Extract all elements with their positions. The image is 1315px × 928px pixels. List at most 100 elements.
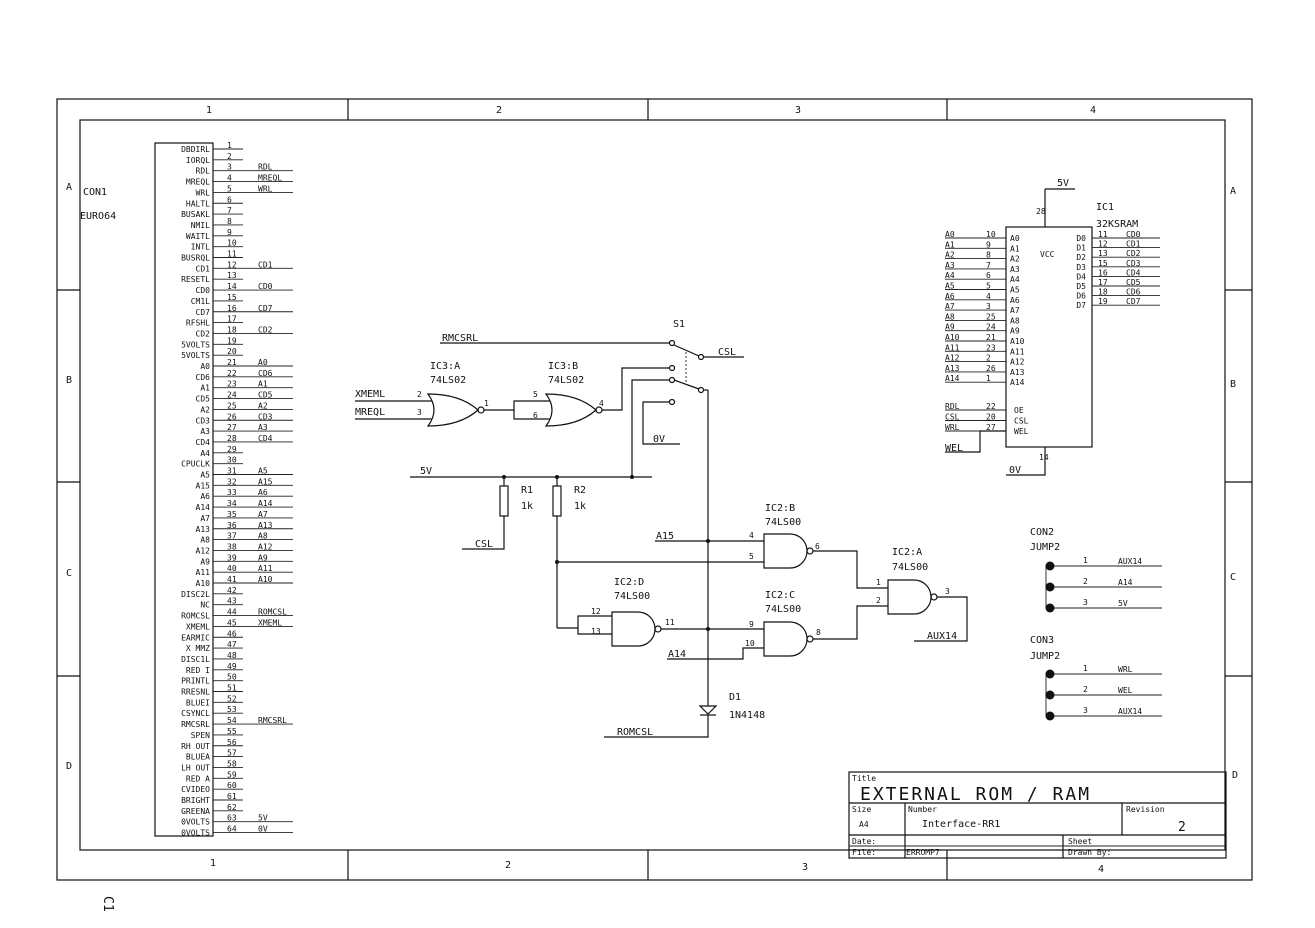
con1-pin-name: A7 [200,514,210,523]
col-label-top-4: 4 [1090,105,1096,116]
con1-pin-name: A1 [200,384,210,393]
ic3b-pin-in2: 6 [533,411,538,420]
con1-pin-number: 53 [227,705,237,714]
con1-pin-name: RED I [186,666,210,675]
con1-pin-number: 35 [227,510,237,519]
con1-net-label: A13 [258,521,273,530]
con1-pin-number: 20 [227,347,237,356]
ic2c-pin-out: 8 [816,628,821,637]
con1-pin-number: 61 [227,792,237,801]
con1-net-label: RDL [258,163,273,172]
con1-pin-number: 22 [227,369,237,378]
con1-pin-name: RDL [196,167,211,176]
ic3a-in1-net: XMEML [355,389,385,400]
ic3a-pin-in2: 3 [417,408,422,417]
jumper-pin [1045,711,1055,721]
ic1-ctrl-pin-number: 22 [986,402,996,411]
ic1-ctrl-pin-name: WEL [1014,427,1029,436]
con1-pin-number: 17 [227,315,237,324]
con1-nets: RDLMREQLWRLCD1CD0CD7CD2A0CD6A1CD5A2CD3A3… [243,163,293,834]
ic1-addr-net: A12 [945,354,960,363]
ic1-addr-pin-name: A3 [1010,265,1020,274]
con1-pin-number: 58 [227,759,237,768]
jumper-pin-net: AUX14 [1118,557,1142,566]
ic1-addr-net: A0 [945,230,955,239]
con1-pin-name: RRESNL [181,688,210,697]
con1-net-label: A0 [258,358,268,367]
s1-out-net: CSL [718,347,736,358]
ic2b-pin-out: 6 [815,542,820,551]
col-label-top-1: 1 [206,105,212,116]
jumper-pin-number: 1 [1083,664,1088,673]
ic1-data-net: CD4 [1126,268,1141,277]
con1-pin-number: 36 [227,521,237,530]
con1-pin-name: CVIDEO [181,785,210,794]
ic2c-ref: IC2:C [765,590,795,601]
ic2a-part: 74LS00 [892,562,928,573]
con1-pin-number: 49 [227,662,237,671]
tb-revision: 2 [1178,820,1186,835]
ic1-addr-pin-number: 21 [986,333,996,342]
ic2a-pin-out: 3 [945,587,950,596]
ic1-addr-net: A6 [945,292,955,301]
ic2d-pin-in2: 13 [591,627,601,636]
con1-pin-number: 64 [227,825,237,834]
ic1-addr-pin-number: 26 [986,364,996,373]
ic2a-pin-in1: 1 [876,578,881,587]
con1-pin-name: 0VOLTS [181,818,210,827]
ic1-addr-net: A5 [945,282,955,291]
con1-pin-name: WRL [196,188,211,197]
row-label-left-b: B [66,375,72,386]
con1-pin-name: INTL [191,243,210,252]
ic3b-ref: IC3:B [548,361,578,372]
con1-pin-name: CD6 [196,373,211,382]
jumper-pin [1045,561,1055,571]
con3-type: JUMP2 [1030,651,1060,662]
con1-net-label: ROMCSL [258,608,287,617]
ic1-addr-pin-number: 10 [986,230,996,239]
con1-pin-number: 19 [227,336,237,345]
con1-pin-name: SPEN [191,731,210,740]
con1-pin-number: 30 [227,456,237,465]
ic1-data-pin-number: 15 [1098,259,1108,268]
con1-pin-number: 45 [227,618,237,627]
con1-pin-number: 12 [227,260,237,269]
ic1-data-pin-number: 18 [1098,288,1108,297]
ic1-data-pin-number: 19 [1098,297,1108,306]
r1-value: 1k [521,501,533,512]
row-label-left-c: C [66,568,72,579]
jumper-pin-number: 3 [1083,598,1088,607]
con1-pin-number: 59 [227,770,237,779]
jumper-pin [1045,690,1055,700]
ic1-addr-net: A3 [945,261,955,270]
tb-revision-label: Revision [1126,805,1165,814]
ic2a-pin-in2: 2 [876,596,881,605]
con1-pin-name: A6 [200,492,210,501]
con1-pin-number: 7 [227,206,232,215]
ic3b-pin-in1: 5 [533,390,538,399]
con1-pin-name: CM1L [191,297,210,306]
jumper-pin [1045,582,1055,592]
col-label-bottom-2: 2 [505,860,511,871]
con1-pin-name: A11 [196,568,211,577]
con1-pin-name: A10 [196,579,211,588]
con1-pin-number: 9 [227,228,232,237]
con1-pin-number: 8 [227,217,232,226]
ic1-addr-pin-number: 9 [986,240,991,249]
s1-ref: S1 [673,319,685,330]
ic1-data-net: CD0 [1126,230,1141,239]
gate-ic2d: IC2:D 74LS00 12 13 11 [557,577,764,647]
con1-pin-number: 26 [227,412,237,421]
con1-pin-number: 32 [227,477,237,486]
con1-pin-number: 39 [227,553,237,562]
con1-type: EURO64 [80,211,116,222]
con1-pin-name: CSYNCL [181,709,210,718]
ic1-data-net: CD7 [1126,297,1141,306]
ic1-data-pin-name: D3 [1076,263,1086,272]
jumper-pin [1045,603,1055,613]
